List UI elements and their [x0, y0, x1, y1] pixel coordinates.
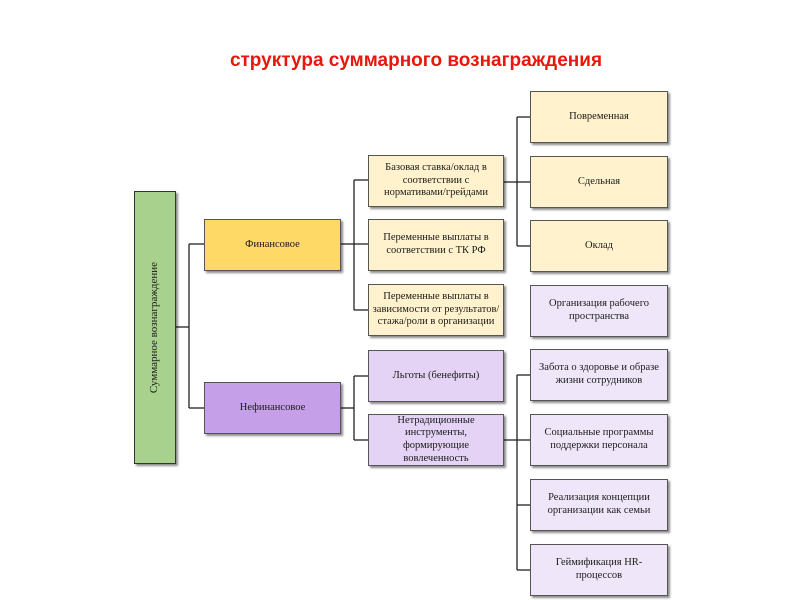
financial-item-base-salary: Базовая ставка/оклад в соответствии с но…	[368, 155, 504, 207]
nonfinancial-item-nontraditional: Нетрадиционные инструменты, формирующие …	[368, 414, 504, 466]
detail-workspace: Организация рабочего пространства	[530, 285, 668, 337]
financial-label: Финансовое	[245, 238, 300, 250]
financial-box: Финансовое	[204, 219, 341, 271]
nonfinancial-item-benefits: Льготы (бенефиты)	[368, 350, 504, 402]
root-label: Суммарное вознаграждение	[148, 261, 161, 394]
root-total-reward-box: Суммарное вознаграждение	[134, 191, 176, 464]
detail-health: Забота о здоровье и образе жизни сотрудн…	[530, 349, 668, 401]
slide-title: структура суммарного вознаграждения	[229, 50, 603, 71]
pay-type-salary: Оклад	[530, 220, 668, 272]
financial-item-variable-labor-code: Переменные выплаты в соответствии с ТК Р…	[368, 219, 504, 271]
detail-organization-as-family: Реализация концепции организации как сем…	[530, 479, 668, 531]
pay-type-piecework: Сдельная	[530, 156, 668, 208]
nonfinancial-label: Нефинансовое	[239, 401, 306, 413]
pay-type-time-based: Повременная	[530, 91, 668, 143]
nonfinancial-box: Нефинансовое	[204, 382, 341, 434]
detail-gamification: Геймификация HR-процессов	[530, 544, 668, 596]
detail-social-programs: Социальные программы поддержки персонала	[530, 414, 668, 466]
financial-item-variable-results: Переменные выплаты в зависимости от резу…	[368, 284, 504, 336]
